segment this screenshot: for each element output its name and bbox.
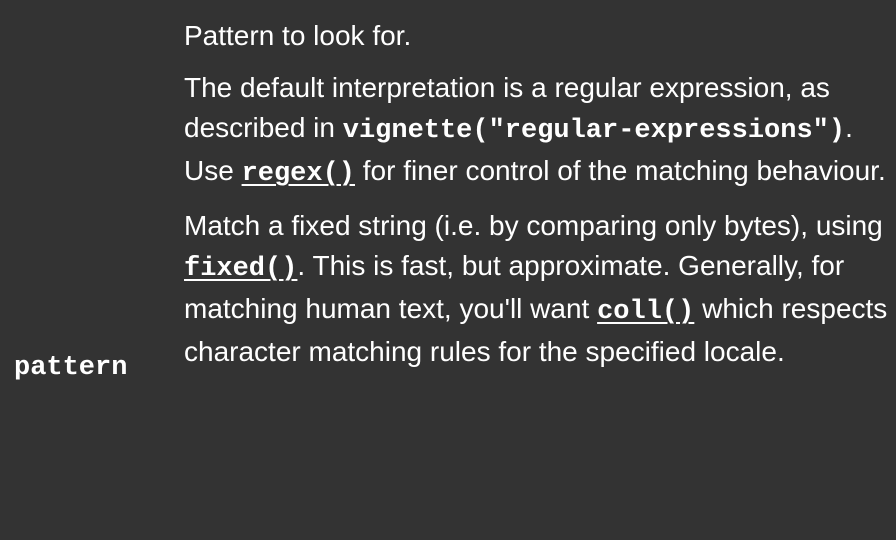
fixed-text-1: Match a fixed string (i.e. by comparing … [184,210,883,241]
regex-function-link[interactable]: regex() [241,159,355,189]
regex-text-2: . Use [184,112,853,186]
fixed-text-2: . This is fast, but approximate. General… [184,250,845,324]
argument-name: pattern [14,353,128,383]
regex-text-3: for finer control of the matching behavi… [355,155,886,186]
fixed-text-3: which respects character matching rules … [184,293,888,367]
regex-paragraph: The default interpretation is a regular … [184,68,890,194]
intro-paragraph: Pattern to look for. [184,20,412,51]
vignette-code: vignette("regular-expressions") [342,116,846,146]
fixed-function-link[interactable]: fixed() [184,254,298,284]
coll-function-link[interactable]: coll() [597,297,695,327]
argument-description: Pattern to look for. The default interpr… [184,16,890,372]
regex-text-1: The default interpretation is a regular … [184,72,830,143]
fixed-paragraph: Match a fixed string (i.e. by comparing … [184,206,890,372]
